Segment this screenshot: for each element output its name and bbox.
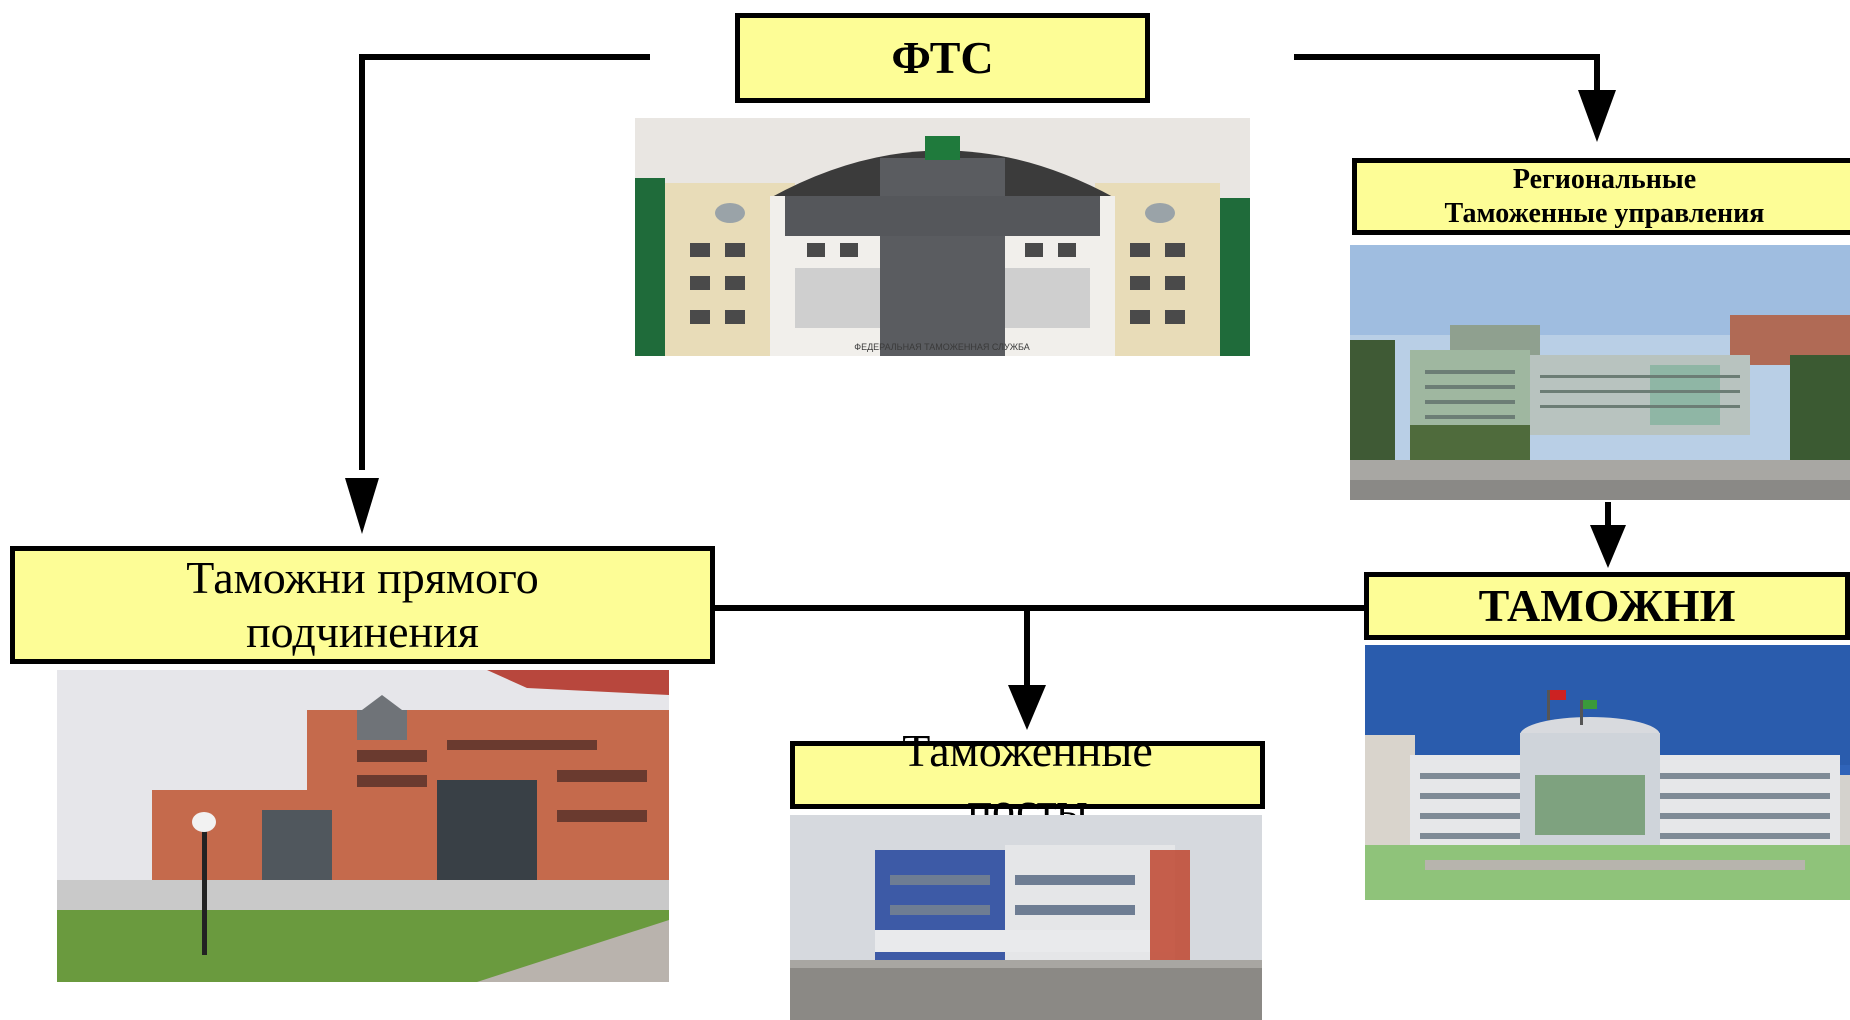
arrowhead-customs bbox=[1590, 525, 1626, 568]
node-customs-label: ТАМОЖНИ bbox=[1478, 579, 1736, 631]
arrowhead-posts bbox=[1008, 685, 1046, 730]
node-regional-line2: Таможенные управления bbox=[1444, 197, 1765, 229]
node-regional-line1: Региональные bbox=[1512, 163, 1697, 195]
photo-regional-building bbox=[1350, 245, 1850, 500]
photo-fts-building: ФЕДЕРАЛЬНАЯ ТАМОЖЕННАЯ СЛУЖБА bbox=[635, 118, 1250, 356]
node-customs-posts: Таможенные посты bbox=[790, 725, 1265, 834]
photo-customs-building bbox=[1365, 645, 1850, 900]
photo-direct-building bbox=[57, 670, 669, 982]
connector-fts-to-direct bbox=[359, 54, 650, 470]
node-customs: ТАМОЖНИ bbox=[1364, 572, 1850, 640]
node-direct-line1: Таможни прямого bbox=[186, 552, 539, 603]
arrowhead-regional bbox=[1578, 90, 1616, 142]
node-regional-administrations: Региональные Таможенные управления bbox=[1352, 158, 1850, 235]
connector-fts-to-regional bbox=[1294, 54, 1600, 90]
fts-building-sign: ФЕДЕРАЛЬНАЯ ТАМОЖЕННАЯ СЛУЖБА bbox=[854, 342, 1030, 352]
node-posts-line1: Таможенные bbox=[902, 725, 1153, 776]
node-direct-subordination: Таможни прямого подчинения bbox=[10, 546, 715, 664]
photo-posts-building bbox=[790, 815, 1262, 1020]
node-fts-label: ФТС bbox=[891, 31, 994, 83]
node-direct-line2: подчинения bbox=[246, 606, 479, 657]
node-fts: ФТС bbox=[735, 13, 1150, 103]
arrowhead-direct bbox=[345, 478, 379, 534]
